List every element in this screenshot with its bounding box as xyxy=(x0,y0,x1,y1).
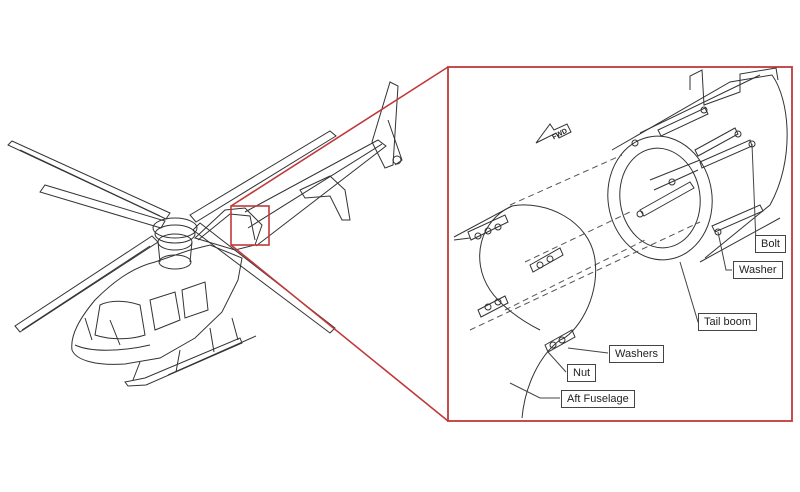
tail-boom-label: Tail boom xyxy=(698,313,758,331)
helicopter-illustration xyxy=(7,81,403,387)
zoom-connector-lines xyxy=(230,66,449,422)
washer-label: Washer xyxy=(733,261,783,279)
detail-area-box xyxy=(230,205,270,246)
detail-frame xyxy=(447,66,793,422)
nut-label: Nut xyxy=(567,364,597,382)
fuselage xyxy=(71,207,263,365)
bolt-label: Bolt xyxy=(755,235,786,253)
alignment-dashes xyxy=(469,154,701,331)
aft-fuselage-section xyxy=(453,204,597,419)
fwd-arrow-icon xyxy=(535,123,572,144)
tail-boom-overview xyxy=(244,81,403,247)
main-rotor-blades xyxy=(7,130,337,334)
rotor-hub xyxy=(152,217,198,270)
aft-fuselage-label: Aft Fuselage xyxy=(561,390,635,408)
washers-label: Washers xyxy=(609,345,664,363)
landing-skids xyxy=(124,317,257,387)
detail-view xyxy=(453,67,788,419)
